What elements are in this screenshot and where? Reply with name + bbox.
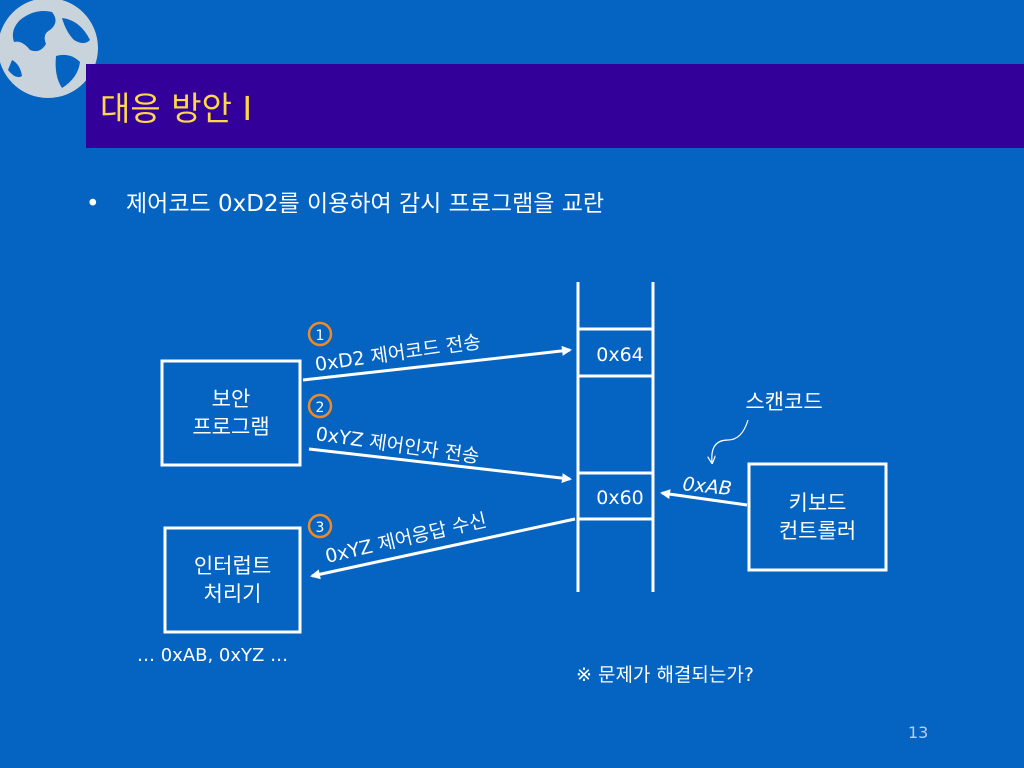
interrupt-handler-label: 인터럽트 처리기 [193,554,272,606]
security-program-label: 보안 프로그램 [192,387,270,439]
slide-title: 대응 방안 I [100,89,253,128]
arrow-scancode [660,489,748,507]
received-values-text: … 0xAB, 0xYZ … [137,645,289,666]
step-2-label: 0xYZ 제어인자 전송 [314,423,480,468]
globe-icon [0,0,98,98]
step-3-label: 0xYZ 제어응답 수신 [323,509,489,568]
arrow-step-2 [308,447,572,484]
arrow-step-3 [310,517,576,580]
scancode-value: 0xAB [681,473,732,500]
step-2-number: 2 [316,400,325,416]
title-bar: 대응 방안 I [86,64,1024,148]
step-1-circle [307,321,333,347]
scancode-pointer-curve [712,419,749,462]
arrow-step-1 [302,345,572,382]
step-2-circle [307,393,333,419]
bullet-dot: • [86,191,100,217]
scancode-label: 스캔코드 [745,390,822,414]
step-1-number: 1 [316,328,325,344]
port-60-label: 0x60 [596,487,644,509]
question-text: ※ 문제가 해결되는가? [576,664,754,686]
keyboard-controller-label: 키보드 컨트롤러 [778,491,857,543]
page-number: 13 [908,723,929,742]
bullet-text: 제어코드 0xD2를 이용하여 감시 프로그램을 교란 [126,191,605,217]
bullet-item: • 제어코드 0xD2를 이용하여 감시 프로그램을 교란 [86,184,604,218]
security-program-box [160,359,302,467]
step-3-circle [307,513,333,539]
keyboard-controller-box [747,462,888,572]
interrupt-handler-box [163,526,302,634]
port-64-label: 0x64 [596,344,644,366]
step-3-number: 3 [316,520,325,536]
